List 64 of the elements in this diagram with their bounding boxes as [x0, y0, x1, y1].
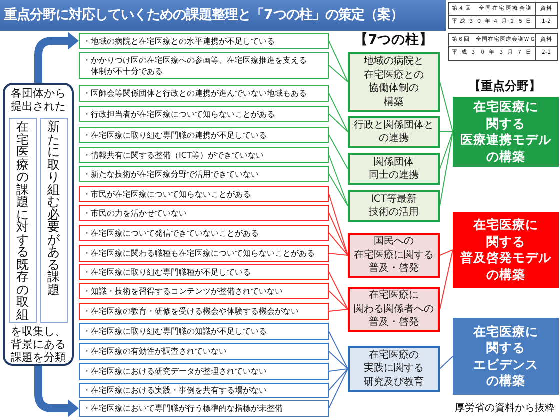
connector-line — [328, 351, 348, 370]
connector-line — [328, 272, 348, 310]
connector-line — [328, 40, 348, 82]
issue-box: ・医師会等関係団体と行政との連携が進んでいない地域もある — [79, 85, 329, 102]
connector-line — [328, 368, 348, 372]
box-text: を収集し、背景にある課題を分類 — [10, 325, 67, 365]
issue-box: ・在宅医療に取り組む専門職種が不足している — [79, 264, 329, 280]
vertical-text-box: 新たに取り組む必要がある課題 — [40, 118, 68, 323]
issue-box: ・在宅医療における実践・事例を共有する場がない — [79, 383, 329, 398]
pillar-box: 在宅医療の実践に関する研究及び教育 — [348, 346, 440, 392]
connector-line — [328, 331, 348, 370]
connector-line — [440, 250, 454, 310]
connector-line — [328, 65, 348, 82]
connector-line — [328, 212, 348, 256]
connector-line — [440, 250, 454, 256]
connector-line — [328, 309, 348, 312]
connector-line — [328, 290, 348, 310]
column-heading: 【重点分野】 — [468, 78, 542, 95]
issue-box: ・在宅医療の有効性が調査されていない — [79, 343, 329, 360]
focus-area-box: 在宅医療に関するエビデンスの構築 — [453, 318, 559, 395]
connector-line — [328, 134, 348, 170]
source-note: 厚労省の資料から抜粋 — [454, 402, 556, 416]
issue-box: ・新たな技術が在宅医療分野で活用できていない — [79, 166, 329, 182]
pillar-box: 関係団体同士の連携 — [348, 153, 440, 185]
focus-area-box: 在宅医療に関する普及啓発モデルの構築 — [453, 212, 559, 288]
issue-box: ・行政担当者が在宅医療について知らないことがある — [79, 106, 329, 122]
issue-box: ・在宅医療において専門職が行う標準的な指標が未整備 — [79, 400, 329, 417]
issue-box: ・在宅医療に関わる職種も在宅医療について知らないことがある — [79, 245, 329, 262]
issue-box: ・在宅医療に取り組む専門職の知識が不足している — [79, 323, 329, 340]
issue-box: ・在宅医療の教育・研修を受ける機会や体験する機会がない — [79, 303, 329, 320]
arrow — [34, 32, 79, 83]
pillar-box: ICT等最新技術の活用 — [348, 190, 440, 222]
connector-line — [328, 232, 348, 256]
connector-line — [328, 368, 348, 409]
focus-area-box: 在宅医療に関する医療連携モデルの構築 — [453, 97, 559, 167]
issue-box: ・在宅医療における研究データが整理されていない — [79, 363, 329, 380]
rounded-box — [3, 83, 74, 366]
arrow — [34, 366, 79, 418]
column-heading: 【7つの柱】 — [353, 31, 435, 49]
connector-line — [328, 93, 348, 132]
issue-box: ・在宅医療について発信できていないことがある — [79, 225, 329, 241]
connector-line — [328, 154, 348, 206]
issue-box: ・かかりつけ医の在宅医療への参画等、在宅医療推進を支える体制が不十分である — [79, 52, 329, 79]
connector-line — [440, 356, 454, 370]
issue-box: ・情報共有に関する整備（ICT等）ができていない — [79, 147, 329, 163]
connector-line — [328, 194, 348, 256]
title-banner: 重点分野に対応していくための課題整理と「7つの柱」の策定（案） — [0, 0, 446, 31]
vertical-text-box: 在宅医療の課題に対する既存の取組 — [9, 118, 37, 323]
connector-line — [328, 114, 348, 132]
connector-line — [440, 82, 454, 132]
pillar-box: 国民への在宅医療に関する普及・啓発 — [348, 233, 440, 278]
pillar-box: 在宅医療に関わる関係者への普及・啓発 — [348, 287, 440, 332]
issue-box: ・市民が在宅医療について知らないことがある — [79, 186, 329, 202]
box-heading: 各団体から提出された — [10, 87, 67, 115]
connector-line — [328, 174, 348, 206]
pillar-box: 行政と関係団体との連携 — [348, 116, 440, 148]
connector-line — [328, 368, 348, 391]
connector-line — [440, 132, 454, 170]
connector-line — [328, 253, 348, 256]
issue-box: ・在宅医療に取り組む専門職の連携が不足している — [79, 127, 329, 143]
issue-box: ・地域の病院と在宅医療との水平連携が不足している — [79, 33, 329, 49]
pillar-box: 地域の病院と在宅医療との協働体制の構築 — [348, 52, 440, 112]
issue-box: ・知識・技術を習得するコンテンツが整備されていない — [79, 283, 329, 299]
issue-box: ・市民の力を活かせていない — [79, 205, 329, 221]
